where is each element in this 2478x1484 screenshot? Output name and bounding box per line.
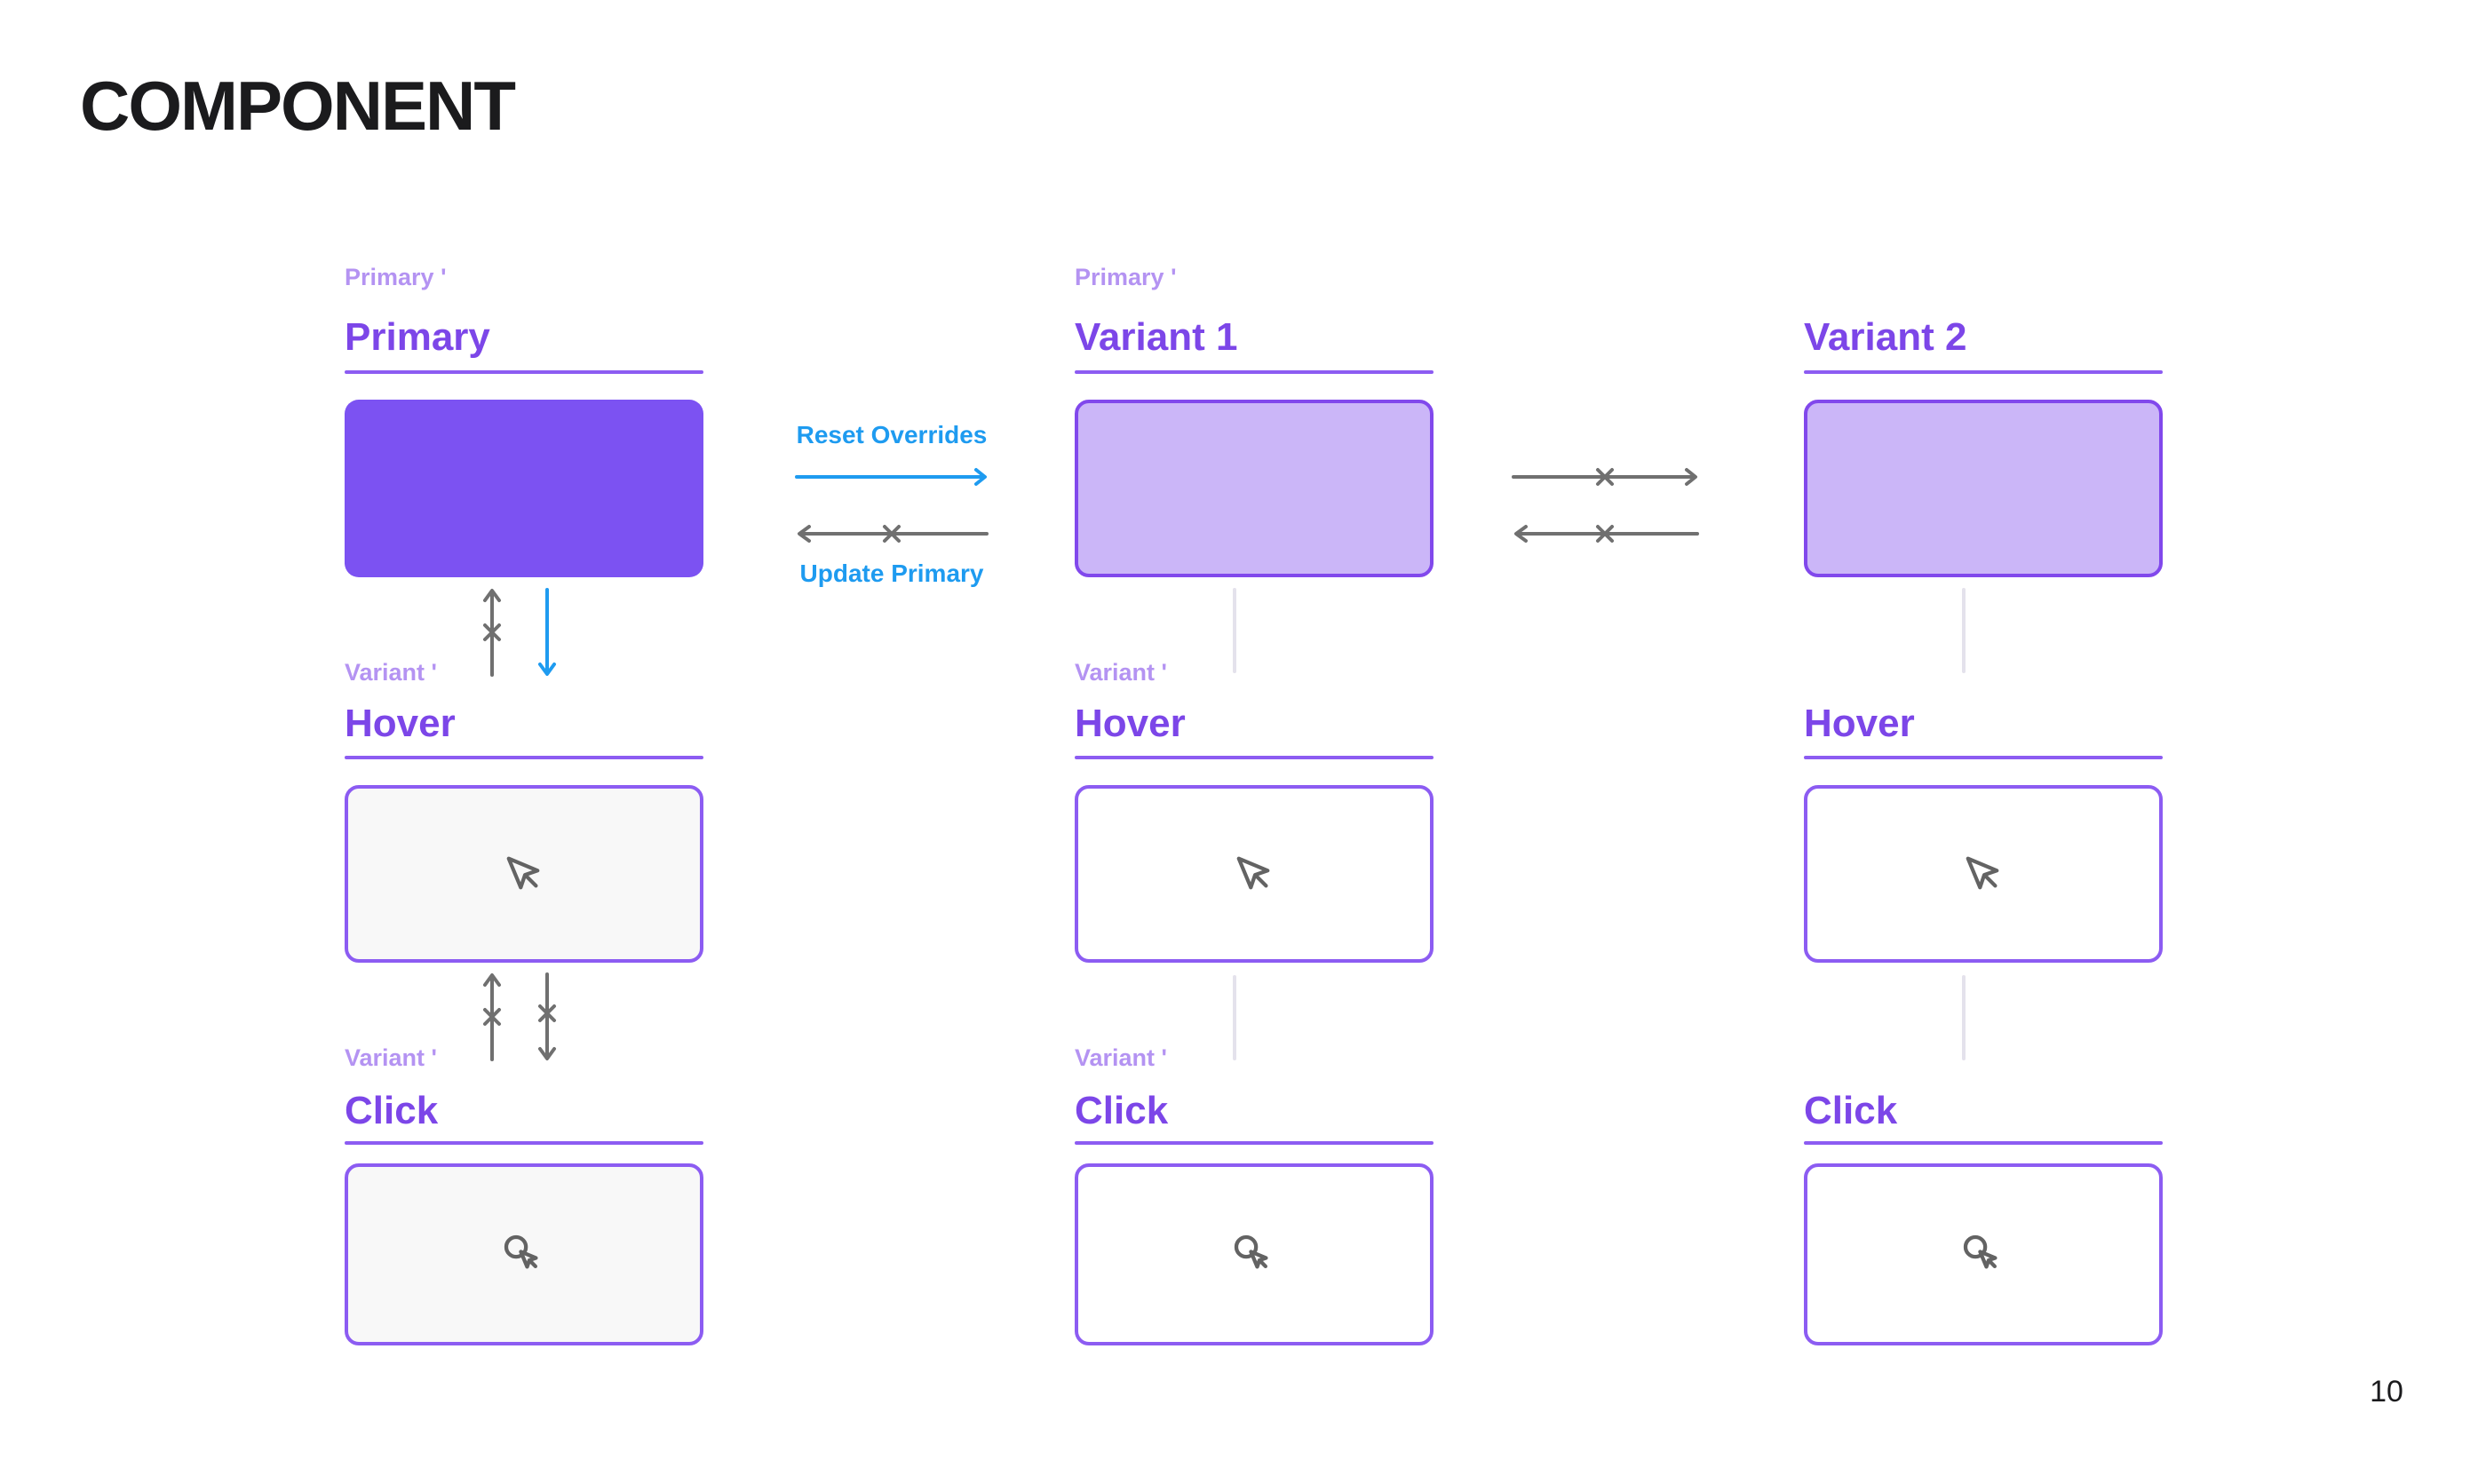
section-title-click: Click xyxy=(1804,1089,1898,1132)
section-title-primary: Primary xyxy=(345,315,490,359)
title-underline xyxy=(345,1141,703,1145)
title-underline xyxy=(345,370,703,374)
section-title-hover: Hover xyxy=(345,702,456,745)
cursor-click-icon xyxy=(502,1233,546,1277)
click-state-box xyxy=(1075,1163,1434,1345)
hover-state-box xyxy=(1804,785,2163,963)
state-link-line xyxy=(1233,975,1236,1060)
state-link-line xyxy=(1962,588,1966,673)
instance-label-click: Variant ' xyxy=(345,1044,437,1071)
instance-label-hover: Variant ' xyxy=(1075,659,1167,686)
section-title-click: Click xyxy=(1075,1089,1169,1132)
title-underline xyxy=(1075,370,1434,374)
cursor-icon xyxy=(1234,853,1275,894)
section-title-hover: Hover xyxy=(1075,702,1186,745)
hover-state-box xyxy=(345,785,703,963)
variant-2-component-box xyxy=(1804,400,2163,577)
click-state-box xyxy=(1804,1163,2163,1345)
title-underline xyxy=(1804,756,2163,759)
instance-label-primary: Primary ' xyxy=(345,264,447,290)
hover-state-box xyxy=(1075,785,1434,963)
click-state-box xyxy=(345,1163,703,1345)
instance-label-hover: Variant ' xyxy=(345,659,437,686)
arrow-left-crossed-icon xyxy=(793,523,990,544)
instance-label-primary: Primary ' xyxy=(1075,264,1177,290)
arrow-down-crossed-icon xyxy=(536,971,558,1064)
page-title: COMPONENT xyxy=(80,67,516,145)
title-underline xyxy=(1804,1141,2163,1145)
page-number: 10 xyxy=(2370,1375,2403,1409)
section-title-click: Click xyxy=(345,1089,439,1132)
arrow-down-blue-icon xyxy=(536,586,558,679)
section-title-hover: Hover xyxy=(1804,702,1915,745)
arrow-up-crossed-icon xyxy=(481,971,503,1064)
arrow-up-crossed-icon xyxy=(481,586,503,679)
instance-label-click: Variant ' xyxy=(1075,1044,1167,1071)
state-link-line xyxy=(1233,588,1236,673)
update-primary-label: Update Primary xyxy=(799,559,984,587)
cursor-icon xyxy=(504,853,544,894)
variant-1-component-box xyxy=(1075,400,1434,577)
primary-component-box xyxy=(345,400,703,577)
section-title-variant-1: Variant 1 xyxy=(1075,315,1238,359)
title-underline xyxy=(1075,1141,1434,1145)
section-title-variant-2: Variant 2 xyxy=(1804,315,1967,359)
cursor-click-icon xyxy=(1232,1233,1276,1277)
arrow-left-crossed-icon xyxy=(1510,523,1701,544)
arrow-right-blue-icon xyxy=(793,466,990,488)
cursor-icon xyxy=(1963,853,2004,894)
title-underline xyxy=(1804,370,2163,374)
arrow-right-crossed-icon xyxy=(1510,466,1701,488)
state-link-line xyxy=(1962,975,1966,1060)
reset-overrides-label: Reset Overrides xyxy=(796,421,988,448)
title-underline xyxy=(1075,756,1434,759)
title-underline xyxy=(345,756,703,759)
cursor-click-icon xyxy=(1961,1233,2005,1277)
